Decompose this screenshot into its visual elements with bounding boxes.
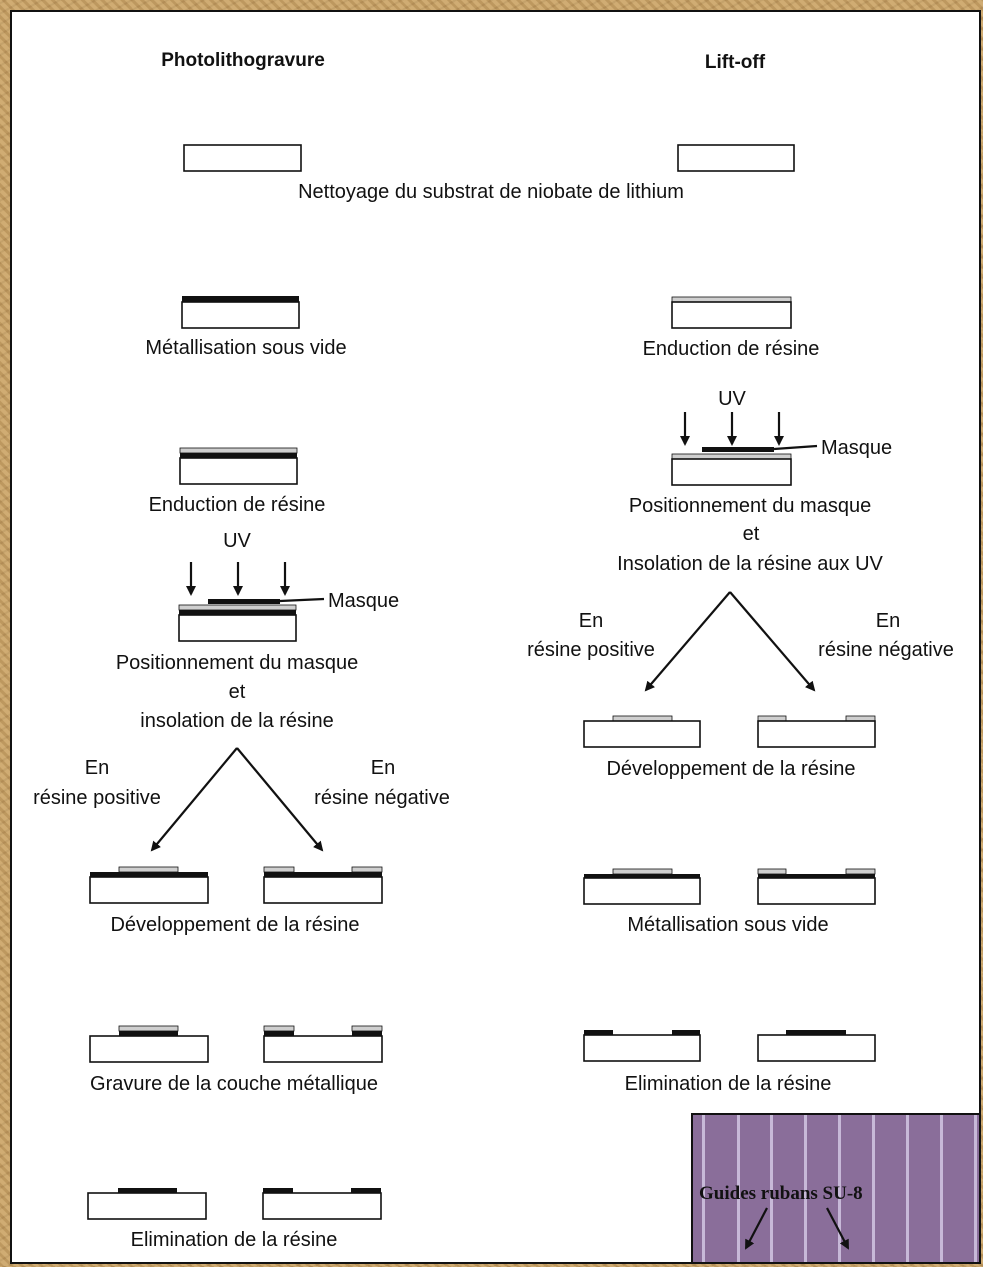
left-metallisation-diagram [181,296,300,329]
cleaning-label: Nettoyage du substrat de niobate de lith… [298,181,684,203]
right-enduction-diagram [671,296,792,329]
left-developpement-negative [263,866,383,904]
diagram-panel: Photolithogravure Lift-off Nettoyage du … [10,10,983,1267]
right-branch-positive-2: résine positive [527,639,655,661]
left-column-title: Photolithogravure [161,50,325,71]
left-uv-label: UV [223,530,251,552]
right-position-label-3: Insolation de la résine aux UV [617,553,883,575]
left-developpement-positive [89,866,209,904]
right-enduction-label: Enduction de résine [643,338,820,360]
right-elimination-positive [583,1030,701,1062]
left-mask-diagram [178,597,325,642]
left-gravure-positive [89,1025,209,1063]
left-branch-negative-2: résine négative [314,787,450,809]
left-branch-positive-2: résine positive [33,787,161,809]
left-metallisation-label: Métallisation sous vide [145,337,346,359]
right-substrate-clean [677,144,795,172]
photo-stripe [737,1115,740,1265]
right-elimination-label: Elimination de la résine [625,1073,832,1095]
photo-stripe [838,1115,841,1265]
left-masque-label: Masque [328,590,399,612]
right-branch-negative-2: résine négative [818,639,954,661]
photo-stripe [974,1115,977,1265]
right-uv-arrows [680,412,784,446]
right-metallisation-positive [583,868,701,905]
right-masque-label: Masque [821,437,892,459]
left-gravure-label: Gravure de la couche métallique [90,1073,378,1095]
photo-stripe [906,1115,909,1265]
photo-caption: Guides rubans SU-8 [699,1183,863,1204]
photo-stripe [940,1115,943,1265]
process-diagram: Photolithogravure Lift-off Nettoyage du … [33,50,983,1267]
left-branch-positive-1: En [85,757,109,779]
left-branch-arrows [150,747,324,852]
right-developpement-positive [583,715,701,748]
left-developpement-label: Développement de la résine [110,914,359,936]
photo-stripe [872,1115,875,1265]
left-position-label-3: insolation de la résine [140,710,333,732]
right-branch-negative-1: En [876,610,900,632]
left-substrate-clean [183,144,302,172]
left-elimination-negative [262,1188,382,1220]
left-enduction-diagram [179,447,298,485]
su8-guides-photo: Guides rubans SU-8 [691,1113,983,1267]
left-position-label-1: Positionnement du masque [116,652,358,674]
left-enduction-label: Enduction de résine [149,494,326,516]
right-branch-positive-1: En [579,610,603,632]
right-metallisation-label: Métallisation sous vide [627,914,828,936]
right-position-label-2: et [743,523,760,545]
right-position-label-1: Positionnement du masque [629,495,871,517]
right-metallisation-negative [757,868,876,905]
left-gravure-negative [263,1025,383,1063]
right-column-title: Lift-off [705,52,766,73]
right-elimination-negative [757,1030,876,1062]
right-uv-label: UV [718,388,746,410]
left-uv-arrows [186,562,290,596]
right-branch-arrows [644,591,816,692]
photo-stripe [804,1115,807,1265]
left-branch-negative-1: En [371,757,395,779]
left-elimination-label: Elimination de la résine [131,1229,338,1251]
photo-stripe [770,1115,773,1265]
left-elimination-positive [87,1188,207,1220]
left-position-label-2: et [229,681,246,703]
right-developpement-label: Développement de la résine [606,758,855,780]
right-developpement-negative [757,715,876,748]
right-mask-diagram [671,444,818,486]
photo-stripe [702,1115,705,1265]
